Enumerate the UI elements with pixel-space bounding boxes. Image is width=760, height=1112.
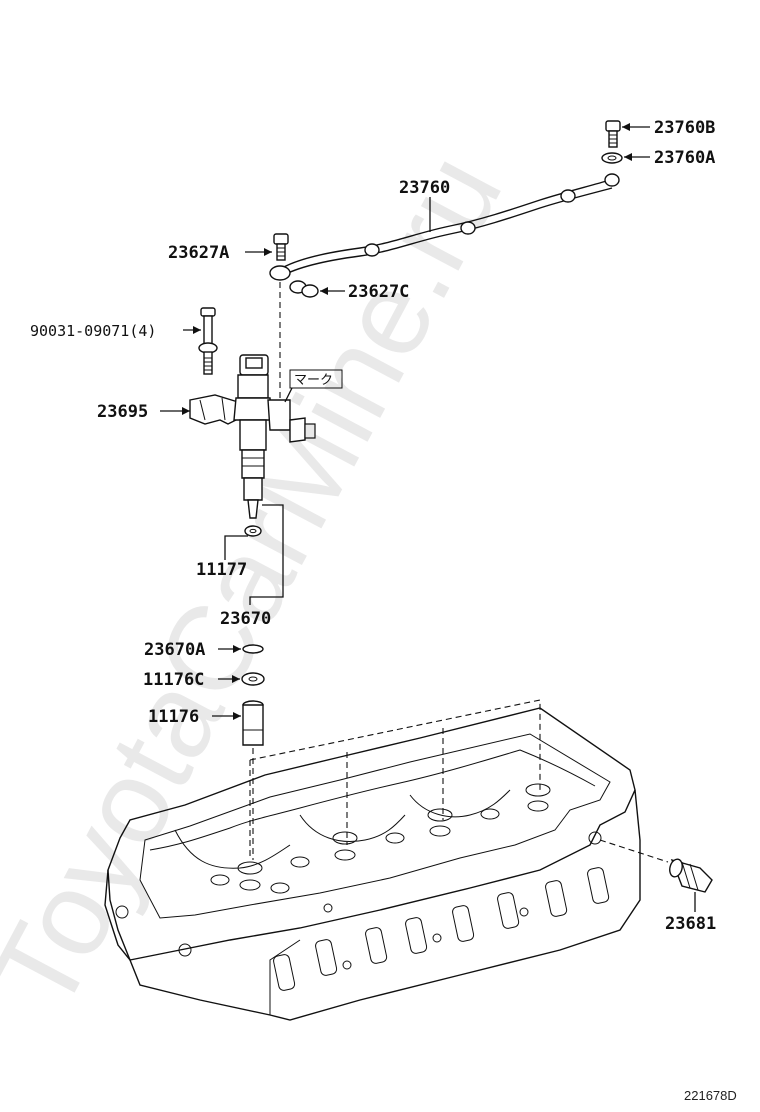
label-23695: 23695	[97, 402, 148, 422]
clamp-bolt-drawing	[198, 307, 218, 375]
label-23670: 23670	[220, 609, 271, 629]
lower-seals-drawing	[241, 644, 265, 860]
watermark-text: ToyotaCarMine.ru	[0, 133, 528, 1032]
label-23760: 23760	[399, 178, 450, 198]
label-23670A: 23670A	[144, 640, 205, 660]
injector-drawing	[233, 354, 316, 537]
label-mark: マーク	[294, 373, 333, 388]
label-90031-09071: 90031-09071(4)	[30, 322, 156, 340]
injector-clamp-drawing	[189, 394, 241, 425]
label-11176C: 11176C	[143, 670, 204, 690]
cylinder-head-drawing	[104, 699, 641, 1021]
label-23627A: 23627A	[168, 243, 229, 263]
label-23681: 23681	[665, 914, 716, 934]
leak-off-pipe-drawing	[269, 120, 623, 400]
leader-lines	[160, 123, 696, 912]
label-23760A: 23760A	[654, 148, 715, 168]
plug-drawing	[599, 839, 713, 893]
label-23627C: 23627C	[348, 282, 409, 302]
label-11177: 11177	[196, 560, 247, 580]
label-23760B: 23760B	[654, 118, 715, 138]
label-11176: 11176	[148, 707, 199, 727]
figure-code: 221678D	[684, 1088, 737, 1103]
